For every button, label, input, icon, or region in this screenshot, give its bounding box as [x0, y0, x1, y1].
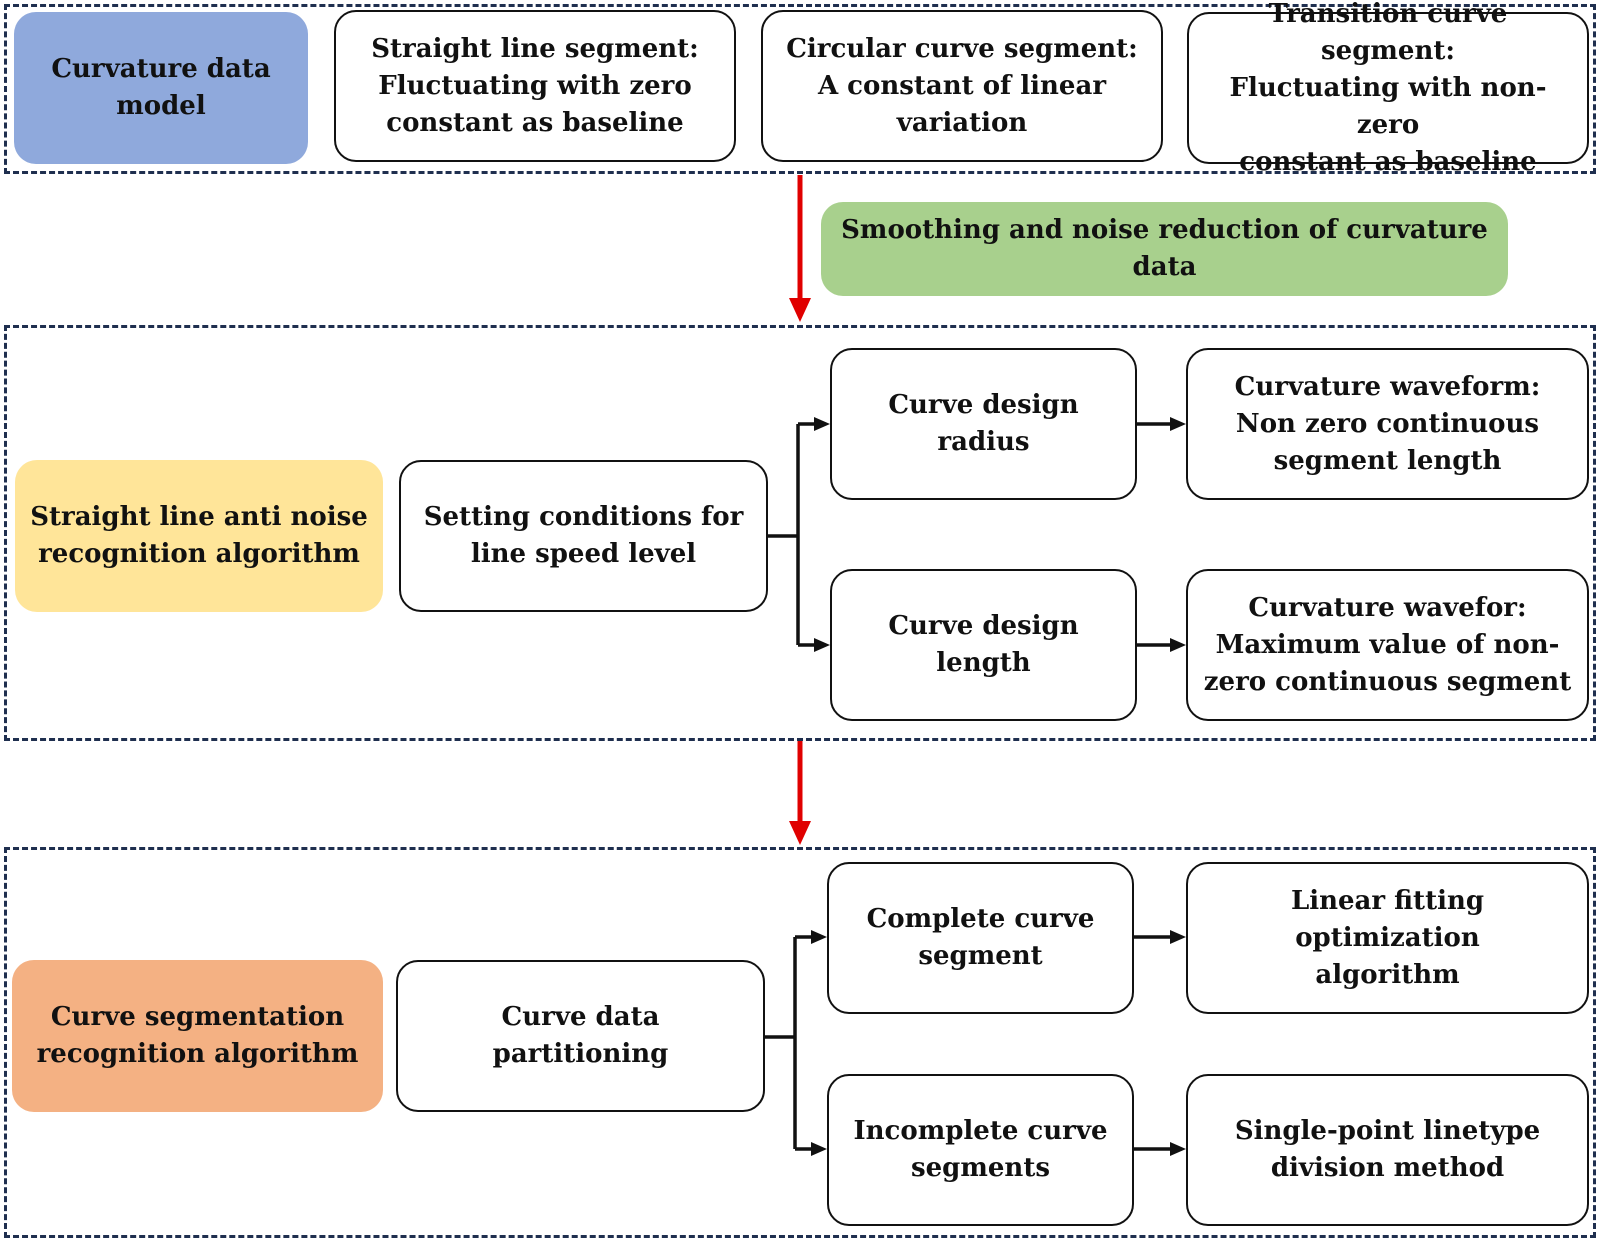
single-point-linetype-division-box: Single-point linetype division method [1186, 1074, 1589, 1226]
circular-curve-segment-box: Circular curve segment: A constant of li… [761, 10, 1163, 162]
bottom-arrowheads [811, 930, 1186, 1156]
curve-recognition-panel [4, 847, 1596, 1238]
straight-line-anti-noise-algorithm-box: Straight line anti noise recognition alg… [15, 460, 383, 612]
middle-branch-connector [768, 422, 1176, 647]
flow-arrow-1 [789, 175, 811, 322]
curvature-data-model-box: Curvature data model [14, 12, 308, 164]
curvature-model-panel [4, 4, 1596, 174]
straight-recognition-panel [4, 325, 1596, 741]
linear-fitting-optimization-box: Linear fitting optimization algorithm [1186, 862, 1589, 1014]
complete-curve-segment-box: Complete curve segment [827, 862, 1134, 1014]
curve-design-radius-box: Curve design radius [830, 348, 1137, 500]
curvature-waveform-maximum-box: Curvature wavefor: Maximum value of non-… [1186, 569, 1589, 721]
smoothing-noise-reduction-box: Smoothing and noise reduction of curvatu… [821, 202, 1508, 296]
line-speed-setting-box: Setting conditions for line speed level [399, 460, 768, 612]
flow-arrow-2 [789, 741, 811, 845]
curve-design-length-box: Curve design length [830, 569, 1137, 721]
curve-segmentation-algorithm-box: Curve segmentation recognition algorithm [12, 960, 383, 1112]
middle-arrowheads [814, 417, 1186, 652]
curve-data-partitioning-box: Curve data partitioning [396, 960, 765, 1112]
transition-curve-segment-box: Transition curve segment: Fluctuating wi… [1187, 0, 1589, 177]
incomplete-curve-segments-box: Incomplete curve segments [827, 1074, 1134, 1226]
curvature-waveform-length-box: Curvature waveform: Non zero continuous … [1186, 348, 1589, 500]
straight-line-segment-box: Straight line segment: Fluctuating with … [334, 10, 736, 162]
